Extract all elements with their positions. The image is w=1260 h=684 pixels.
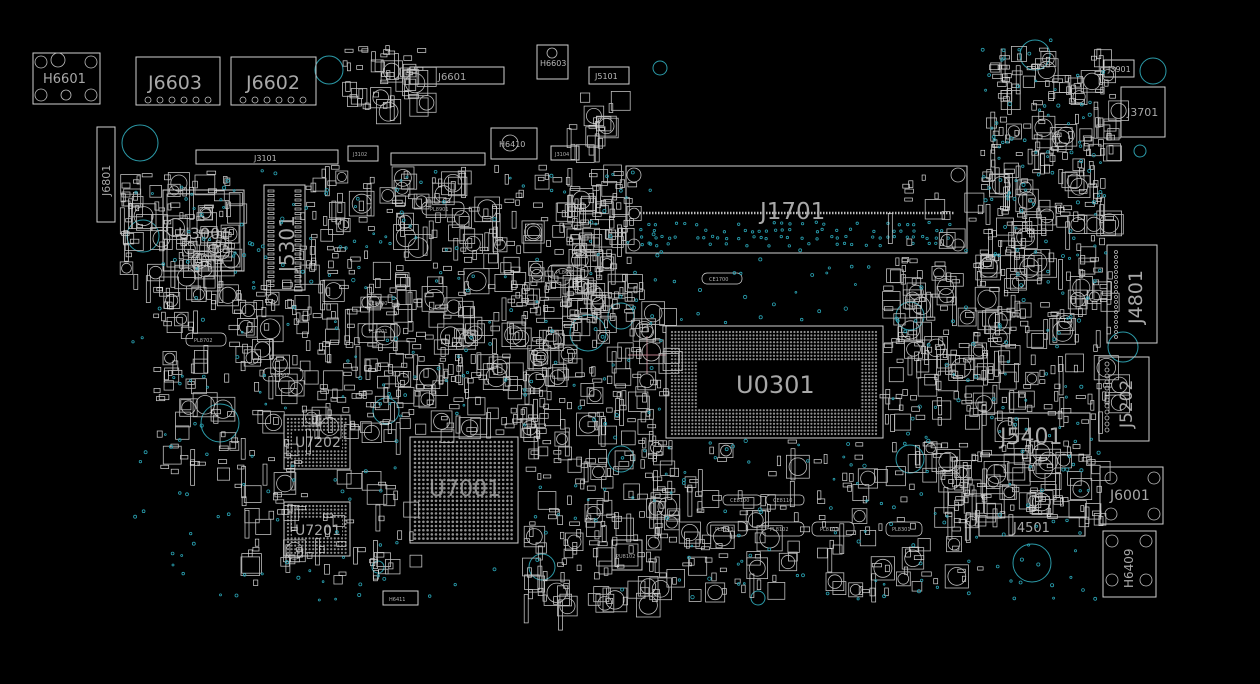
connector-j5401: J5401 [981,412,1091,456]
connector-j3101: J3101 [195,149,339,165]
chip-u7001: U7001 [409,436,519,544]
label-u7001: U7001 [429,477,501,502]
label-j1701: J1701 [758,199,825,225]
connector-j5301: J5301 [263,184,306,291]
label-ce8700: CE8700 [368,301,387,307]
label-pl8301: PL8301 [892,527,911,533]
label-ce8100: CE8100 [730,498,749,504]
connector-j4501: J4501 [978,516,1086,537]
connector-j3701: J3701 [1120,86,1166,138]
label-u7201: U7201 [295,523,341,539]
hole-h6410: H6410 [490,127,538,160]
label-j4501: J4501 [1012,521,1050,536]
label-h6603: H6603 [540,59,566,68]
label-pl8101: PL8101 [820,527,839,533]
connector-j6601: J6601 [409,66,505,85]
connector-j3901: J3901 [1103,59,1135,78]
component-clutter [119,45,1131,631]
label-h6410: H6410 [499,140,525,149]
label-j6603: J6603 [147,72,202,94]
label-pl8601: PL8601 [556,270,575,276]
label-j6602: J6602 [245,72,300,94]
hole-h6603: H6603 [536,44,569,80]
label-j6801: J6801 [100,165,113,197]
label-j5301: J5301 [275,215,299,274]
connector-j6602: J6602 [230,56,317,106]
chip-u7201: U7201 [283,501,351,557]
label-j3102: J3102 [352,152,367,158]
label-j6601: J6601 [437,72,466,83]
connector-j4801: J4801 [1106,244,1158,344]
label-j3701: J3701 [1126,106,1158,119]
label-j3104: J3104 [554,152,569,158]
via-field [131,38,1108,602]
chip-u0301: U0301 [665,325,884,439]
label-pl8901: PL8901 [430,207,449,213]
label-h6601: H6601 [43,72,86,87]
label-h6411: H6411 [389,597,405,603]
label-ce8110: CE8110 [773,498,792,504]
hole-h6411: H6411 [382,590,419,606]
label-u0301: U0301 [736,371,815,399]
label-j4801: J4801 [1125,270,1147,325]
label-pl8702: PL8702 [194,338,213,344]
label-j6001: J6001 [1109,488,1150,504]
label-h6409: H6409 [1122,548,1136,588]
connector-j1701: J1701 [625,165,968,254]
connector-j3102: J3102 [347,145,379,162]
label-ce1700: CE1700 [709,277,728,283]
label-j3901: J3901 [1107,65,1131,74]
label-pl9302: PL9302 [271,373,290,379]
connector-j3104: J3104 [550,145,580,161]
label-j3101: J3101 [253,154,277,163]
label-j5101: J5101 [594,72,618,81]
connector-j3103 [390,152,486,166]
connector-j6603: J6603 [135,56,221,106]
connector-j5101: J5101 [588,66,630,85]
label-pu8102: PU8102 [616,554,635,560]
hole-h6601: H6601 [32,52,101,105]
label-pl8102: PL8102 [770,527,789,533]
label-pl8103: PL8103 [715,527,734,533]
hole-h6409: H6409 [1102,530,1157,598]
connector-j5202: J5202 [1098,356,1150,442]
connector-j6001: J6001 [1099,466,1164,525]
